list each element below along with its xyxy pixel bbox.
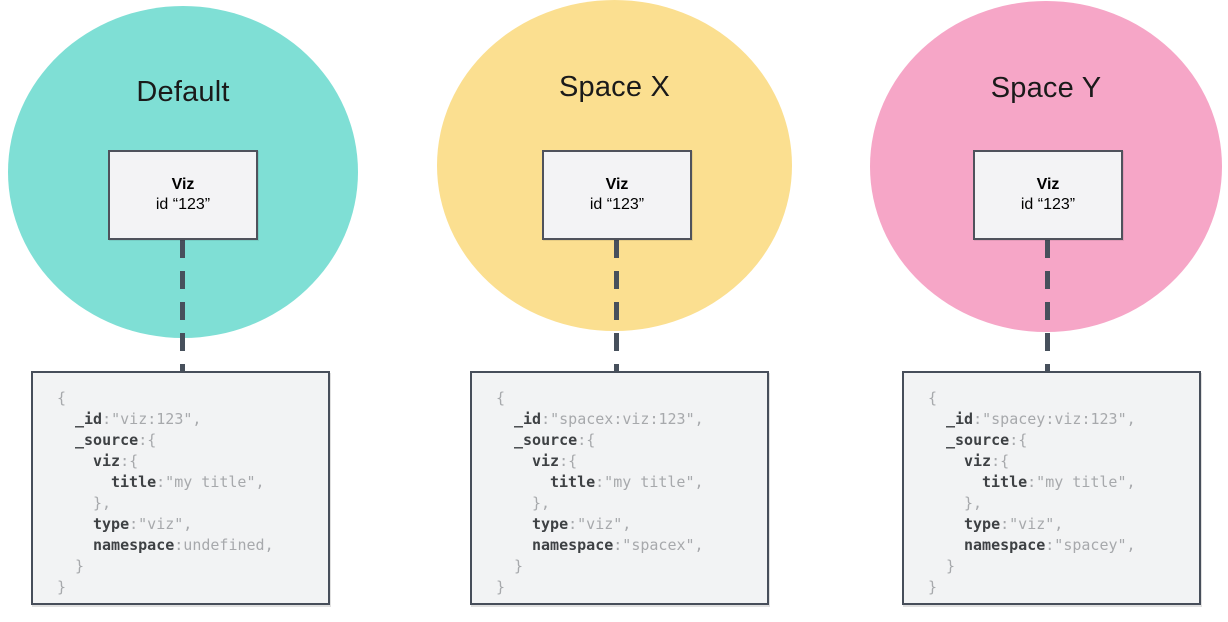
code-line: } bbox=[75, 557, 85, 575]
code-line: viz:{ bbox=[964, 452, 1010, 470]
code-line: _id:"spacex:viz:123", bbox=[514, 410, 704, 428]
viz-box-id: id “123” bbox=[1020, 196, 1076, 213]
code-line: } bbox=[928, 578, 938, 596]
code-line: }, bbox=[532, 494, 551, 512]
code-line: namespace:"spacey", bbox=[964, 536, 1136, 554]
code-line: _id:"spacey:viz:123", bbox=[946, 410, 1136, 428]
space-y-connector-line bbox=[1045, 240, 1050, 373]
code-line: namespace:"spacex", bbox=[532, 536, 704, 554]
code-line: } bbox=[496, 578, 506, 596]
code-line: } bbox=[946, 557, 956, 575]
code-line: title:"my title", bbox=[550, 473, 704, 491]
code-line: type:"viz", bbox=[964, 515, 1064, 533]
viz-box-id: id “123” bbox=[155, 196, 211, 213]
viz-box-id: id “123” bbox=[589, 196, 645, 213]
code-line: { bbox=[928, 389, 938, 407]
space-y-viz-box: Viz id “123” bbox=[973, 150, 1123, 240]
space-x-viz-box: Viz id “123” bbox=[542, 150, 692, 240]
code-line: _source:{ bbox=[514, 431, 596, 449]
space-y-title: Space Y bbox=[990, 72, 1102, 104]
code-line: namespace:undefined, bbox=[93, 536, 274, 554]
default-viz-box: Viz id “123” bbox=[108, 150, 258, 240]
code-line: }, bbox=[93, 494, 112, 512]
code-line: type:"viz", bbox=[532, 515, 632, 533]
default-space-title: Default bbox=[136, 76, 230, 108]
code-line: type:"viz", bbox=[93, 515, 193, 533]
code-line: title:"my title", bbox=[111, 473, 265, 491]
code-line: _id:"viz:123", bbox=[75, 410, 202, 428]
space-x-connector-line bbox=[614, 240, 619, 373]
code-line: { bbox=[496, 389, 506, 407]
code-line: { bbox=[57, 389, 67, 407]
code-line: }, bbox=[964, 494, 983, 512]
code-line: viz:{ bbox=[532, 452, 578, 470]
code-line: _source:{ bbox=[75, 431, 157, 449]
code-line: } bbox=[57, 578, 67, 596]
space-y-document-code-box: { _id:"spacey:viz:123", _source:{ viz:{ titl… bbox=[902, 371, 1201, 605]
default-document-code-box: { _id:"viz:123", _source:{ viz:{ title:"my t… bbox=[31, 371, 330, 605]
space-x-title: Space X bbox=[558, 71, 671, 103]
code-line: title:"my title", bbox=[982, 473, 1136, 491]
space-x-document-code-box: { _id:"spacex:viz:123", _source:{ viz:{ titl… bbox=[470, 371, 769, 605]
viz-box-name: Viz bbox=[1036, 176, 1060, 193]
code-line: _source:{ bbox=[946, 431, 1028, 449]
code-line: } bbox=[514, 557, 524, 575]
code-line: viz:{ bbox=[93, 452, 139, 470]
viz-box-name: Viz bbox=[605, 176, 629, 193]
default-connector-line bbox=[180, 240, 185, 373]
viz-box-name: Viz bbox=[171, 176, 195, 193]
